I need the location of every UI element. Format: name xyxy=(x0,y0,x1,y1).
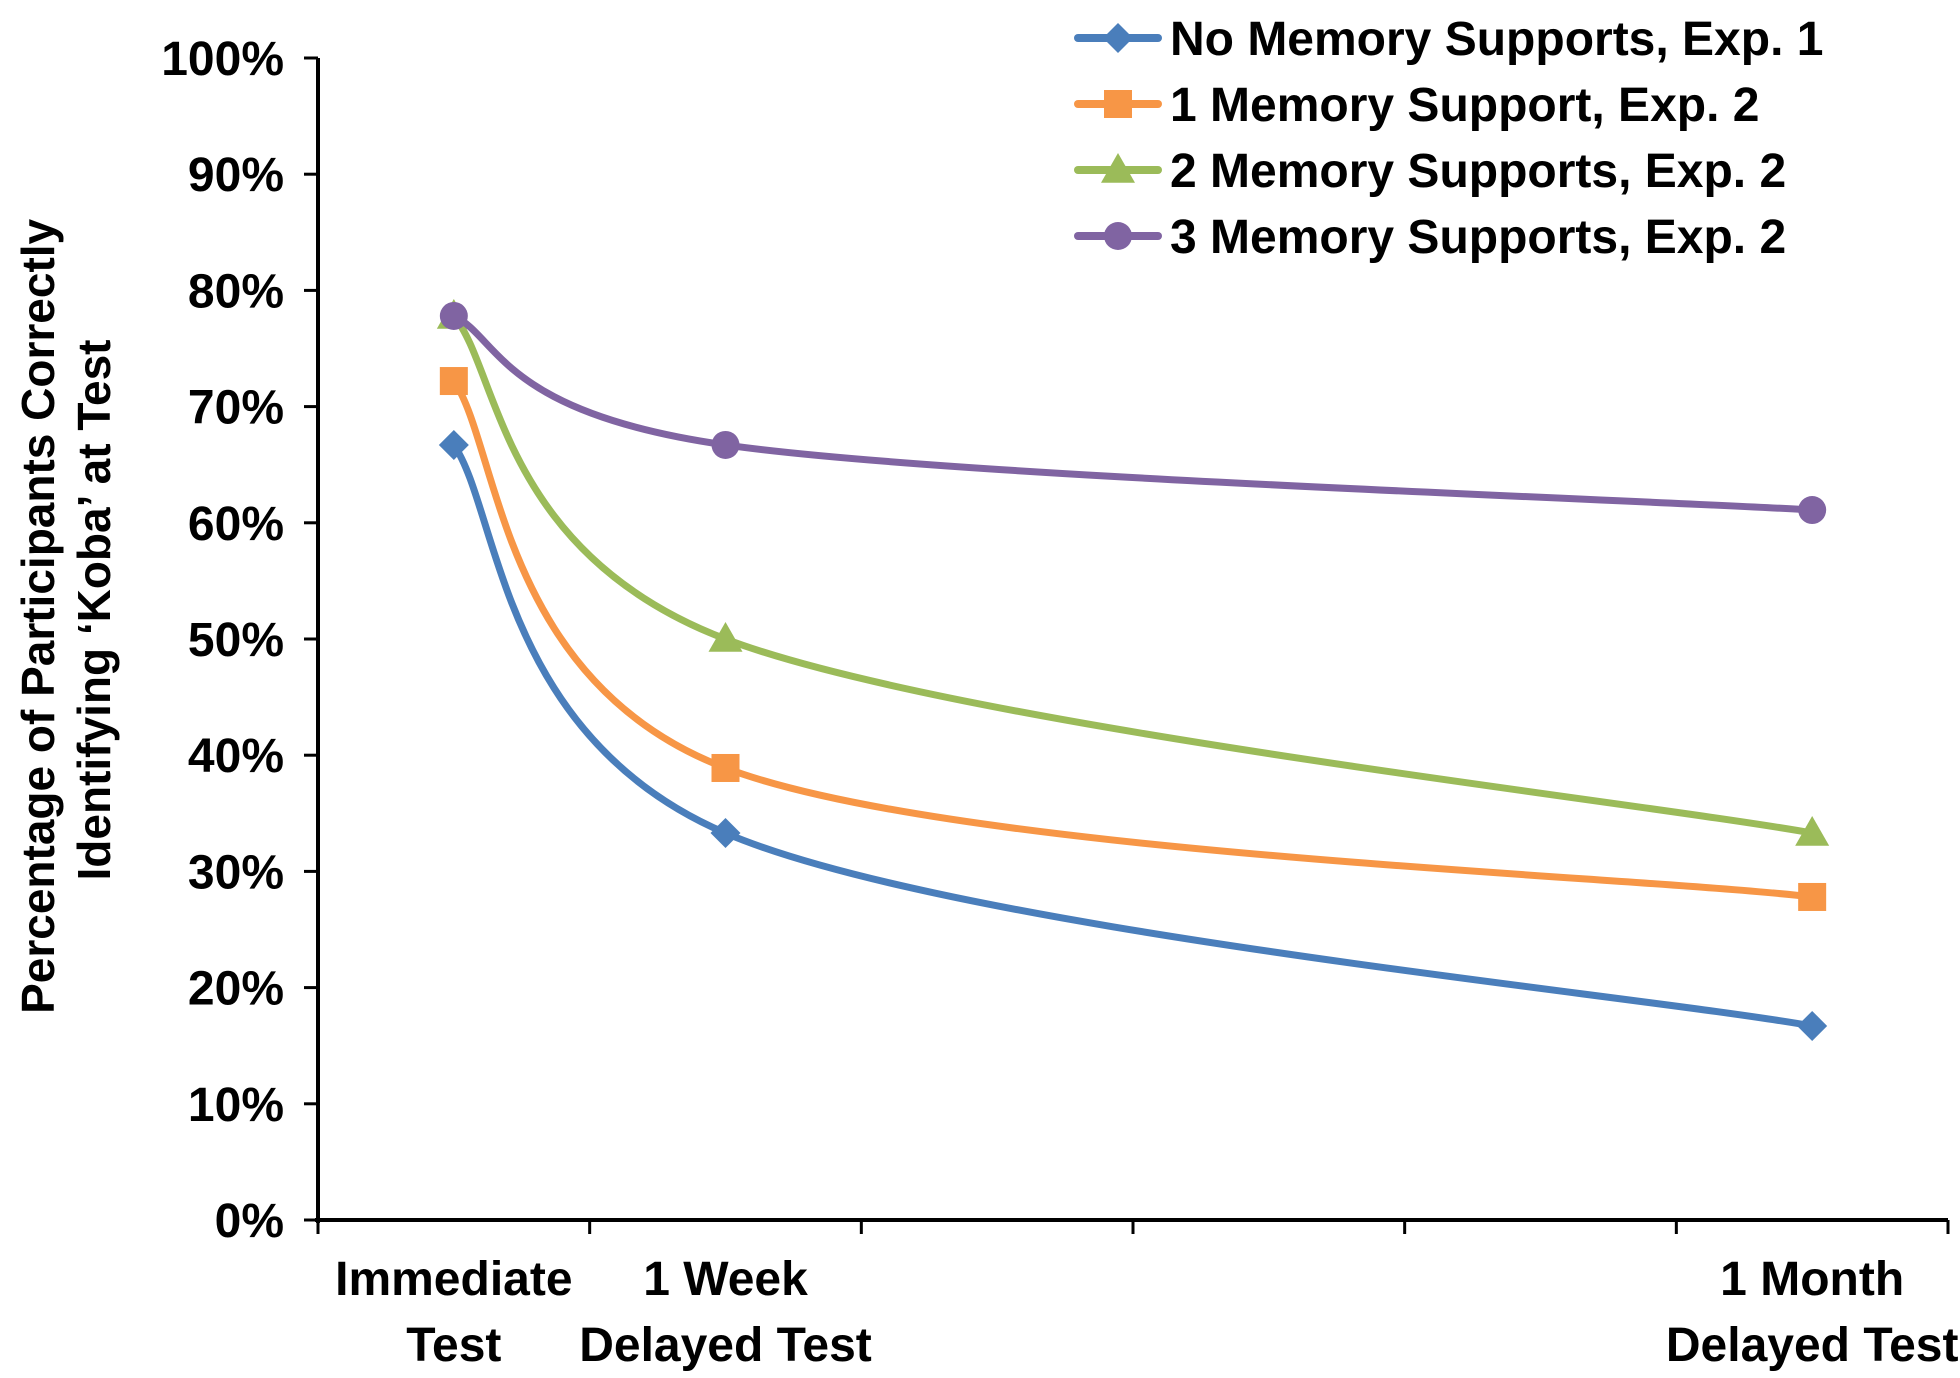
y-axis-label-line2: Identifying ‘Koba’ at Test xyxy=(68,340,120,881)
series-line xyxy=(450,442,1813,1030)
series-line xyxy=(452,312,1813,514)
y-tick-label: 40% xyxy=(188,730,284,783)
y-axis-label-line1: Percentage of Participants Correctly xyxy=(12,218,64,1013)
series-line xyxy=(451,313,1813,837)
y-tick-label: 30% xyxy=(188,846,284,899)
series-1 xyxy=(438,429,1828,1041)
data-point-square xyxy=(439,367,468,396)
legend-item: 3 Memory Supports, Exp. 2 xyxy=(1074,211,1786,264)
y-tick-label: 0% xyxy=(215,1195,284,1248)
legend-label: 1 Memory Support, Exp. 2 xyxy=(1170,79,1759,132)
data-point-circle xyxy=(439,301,468,330)
legend-marker-circle xyxy=(1104,222,1132,250)
legend-item: 1 Memory Support, Exp. 2 xyxy=(1074,79,1759,132)
legend-marker-triangle xyxy=(1101,153,1135,183)
series-lines xyxy=(436,298,1830,1041)
y-tick-label: 80% xyxy=(188,265,284,318)
data-point-diamond xyxy=(438,429,469,460)
y-axis-label: Percentage of Participants Correctly Ide… xyxy=(12,206,120,1014)
series-3 xyxy=(436,298,1830,846)
legend-label: 3 Memory Supports, Exp. 2 xyxy=(1170,211,1786,264)
legend-label: 2 Memory Supports, Exp. 2 xyxy=(1170,145,1786,198)
series-line xyxy=(450,379,1813,901)
data-point-circle xyxy=(711,430,740,459)
series-4 xyxy=(439,301,1827,525)
legend-marker-square xyxy=(1104,90,1132,118)
y-tick-label: 70% xyxy=(188,382,284,435)
y-tick-label: 100% xyxy=(161,33,284,86)
y-tick-label: 90% xyxy=(188,149,284,202)
legend-item: No Memory Supports, Exp. 1 xyxy=(1074,13,1823,66)
y-tick-label: 20% xyxy=(188,963,284,1016)
legend-label: No Memory Supports, Exp. 1 xyxy=(1170,13,1823,66)
data-point-square xyxy=(1798,882,1827,911)
data-point-diamond xyxy=(1797,1010,1828,1041)
y-tick-label: 60% xyxy=(188,498,284,551)
data-point-diamond xyxy=(710,818,741,849)
y-tick-label: 50% xyxy=(188,614,284,667)
legend-item: 2 Memory Supports, Exp. 2 xyxy=(1074,145,1786,198)
data-point-triangle xyxy=(708,622,743,652)
y-tick-label: 10% xyxy=(188,1079,284,1132)
series-2 xyxy=(439,367,1827,911)
data-point-circle xyxy=(1798,496,1827,525)
legend: No Memory Supports, Exp. 1 1 Memory Suppo… xyxy=(1074,13,1823,264)
data-point-triangle xyxy=(1795,816,1830,846)
legend-marker-diamond xyxy=(1103,23,1133,53)
data-point-square xyxy=(711,753,740,782)
y-axis: 0% 10% 20% 30% 40% 50% 60% 70% 80% 90% 100% xyxy=(161,33,320,1248)
